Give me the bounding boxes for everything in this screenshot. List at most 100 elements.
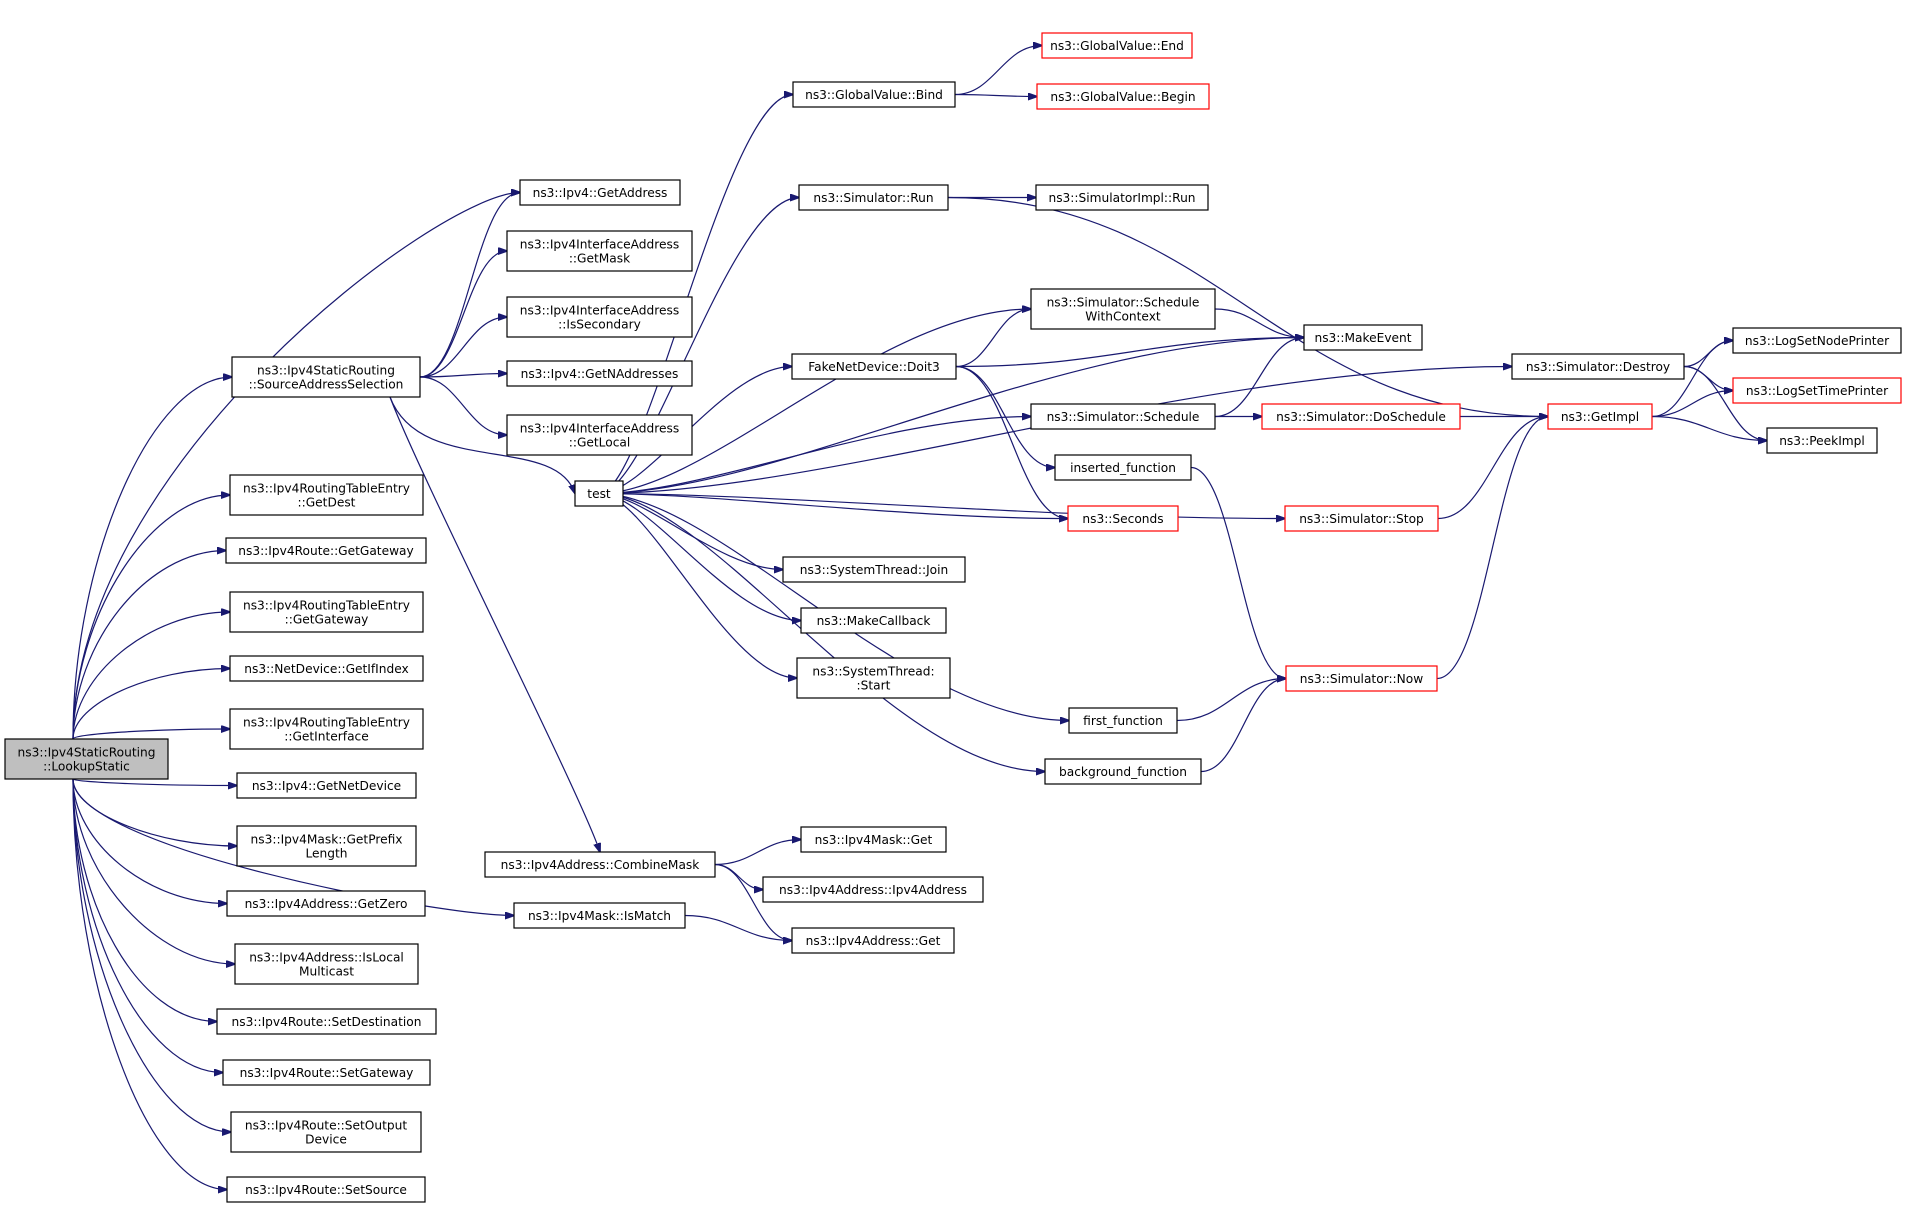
node-box	[225, 537, 427, 564]
node-label-line: ns3::Ipv4Address::Ipv4Address	[779, 883, 967, 897]
node-ipv4-getaddress[interactable]: ns3::Ipv4::GetAddress	[519, 179, 681, 206]
node-addr-combinemask[interactable]: ns3::Ipv4Address::CombineMask	[484, 851, 716, 878]
node-label-line: ns3::Ipv4StaticRouting	[18, 746, 156, 760]
node-box	[229, 474, 424, 516]
node-ifaddr-getmask[interactable]: ns3::Ipv4InterfaceAddress::GetMask	[506, 230, 693, 272]
node-box	[792, 81, 956, 108]
node-makecallback[interactable]: ns3::MakeCallback	[800, 607, 947, 634]
edge-root-to-route_setsource	[72, 778, 227, 1190]
node-sim-stop[interactable]: ns3::Simulator::Stop	[1284, 505, 1439, 532]
node-lognodeprinter[interactable]: ns3::LogSetNodePrinter	[1732, 327, 1902, 354]
edge-root-to-rte_getdest	[72, 495, 230, 740]
edge-root-to-addr_getzero	[72, 778, 227, 904]
node-box	[506, 414, 693, 456]
node-label-line: ns3::Ipv4RoutingTableEntry	[243, 482, 410, 496]
node-sas[interactable]: ns3::Ipv4StaticRouting::SourceAddressSel…	[231, 356, 421, 398]
node-systhread-start[interactable]: ns3::SystemThread::Start	[796, 657, 951, 699]
node-rte-getgateway[interactable]: ns3::Ipv4RoutingTableEntry::GetGateway	[229, 591, 424, 633]
node-label-line: ns3::Ipv4InterfaceAddress	[520, 238, 679, 252]
node-label-line: ns3::Ipv4Address::Get	[806, 934, 941, 948]
node-label-line: ::SourceAddressSelection	[249, 378, 404, 392]
node-root[interactable]: ns3::Ipv4StaticRouting::LookupStatic	[4, 738, 169, 780]
node-ipv4-getnetdevice[interactable]: ns3::Ipv4::GetNetDevice	[236, 772, 417, 799]
node-label-line: ns3::MakeCallback	[817, 614, 932, 628]
node-box	[1067, 505, 1179, 532]
node-mask-ismatch[interactable]: ns3::Ipv4Mask::IsMatch	[513, 902, 686, 929]
node-route-setsource[interactable]: ns3::Ipv4Route::SetSource	[226, 1176, 426, 1203]
node-ifaddr-getlocal[interactable]: ns3::Ipv4InterfaceAddress::GetLocal	[506, 414, 693, 456]
node-sim-doschedule[interactable]: ns3::Simulator::DoSchedule	[1261, 403, 1461, 430]
node-label-line: ::GetLocal	[569, 436, 631, 450]
edge-test-to-gv_bind	[598, 95, 793, 495]
node-route-setgateway[interactable]: ns3::Ipv4Route::SetGateway	[222, 1059, 431, 1086]
node-route-setdest[interactable]: ns3::Ipv4Route::SetDestination	[216, 1008, 437, 1035]
node-label-line: Multicast	[299, 965, 354, 979]
edge-background_function-to-sim_now	[1200, 679, 1286, 773]
node-label-line: ns3::SimulatorImpl::Run	[1048, 191, 1195, 205]
node-getimpl[interactable]: ns3::GetImpl	[1547, 403, 1653, 430]
node-label-line: ns3::Ipv4::GetNetDevice	[252, 779, 401, 793]
node-label-line: ns3::SystemThread:	[812, 665, 934, 679]
node-label-line: ns3::Ipv4RoutingTableEntry	[243, 599, 410, 613]
node-ifaddr-issecondary[interactable]: ns3::Ipv4InterfaceAddress::IsSecondary	[506, 296, 693, 338]
edge-sim_stop-to-getimpl	[1437, 417, 1548, 520]
node-ipv4-getnaddresses[interactable]: ns3::Ipv4::GetNAddresses	[506, 360, 693, 387]
edge-doit3-to-sim_schedwctx	[955, 309, 1031, 368]
node-addr-getzero[interactable]: ns3::Ipv4Address::GetZero	[226, 890, 426, 917]
edge-root-to-ipv4_getnetdevice	[72, 778, 237, 786]
edge-sas-to-ifaddr_issecondary	[419, 317, 507, 378]
node-inserted-function[interactable]: inserted_function	[1054, 454, 1192, 481]
edge-sas-to-ipv4_getnaddresses	[419, 374, 507, 378]
node-box	[798, 184, 949, 211]
node-label-line: ::GetMask	[569, 252, 631, 266]
node-background-function[interactable]: background_function	[1044, 758, 1202, 785]
node-label-line: ns3::Seconds	[1082, 512, 1163, 526]
edge-getimpl-to-logtimeprinter	[1651, 391, 1733, 418]
node-label-line: background_function	[1059, 765, 1187, 779]
edge-test-to-makeevent	[598, 338, 1304, 495]
node-systhread-join[interactable]: ns3::SystemThread::Join	[782, 556, 966, 583]
node-box	[1547, 403, 1653, 430]
node-label-line: ns3::Ipv4Route::GetGateway	[238, 544, 414, 558]
node-logtimeprinter[interactable]: ns3::LogSetTimePrinter	[1732, 377, 1902, 404]
edge-sas-to-ifaddr_getmask	[419, 251, 507, 378]
node-doit3[interactable]: FakeNetDevice::Doit3	[791, 353, 957, 380]
node-sim-schedule[interactable]: ns3::Simulator::Schedule	[1030, 403, 1216, 430]
node-simimpl-run[interactable]: ns3::SimulatorImpl::Run	[1035, 184, 1209, 211]
node-box	[506, 360, 693, 387]
node-box	[800, 607, 947, 634]
node-rte-getdest[interactable]: ns3::Ipv4RoutingTableEntry::GetDest	[229, 474, 424, 516]
node-route-getgateway[interactable]: ns3::Ipv4Route::GetGateway	[225, 537, 427, 564]
node-makeevent[interactable]: ns3::MakeEvent	[1303, 324, 1423, 351]
node-box	[800, 826, 947, 853]
edge-addr_combinemask-to-addr_ctor	[714, 863, 763, 890]
node-test[interactable]: test	[574, 480, 624, 507]
node-rte-getinterface[interactable]: ns3::Ipv4RoutingTableEntry::GetInterface	[229, 708, 424, 750]
node-peekimpl[interactable]: ns3::PeekImpl	[1766, 427, 1878, 454]
node-sim-destroy[interactable]: ns3::Simulator::Destroy	[1511, 353, 1685, 380]
node-label-line: ns3::Ipv4Mask::Get	[815, 833, 933, 847]
node-sim-now[interactable]: ns3::Simulator::Now	[1285, 665, 1438, 692]
node-netdev-getifindex[interactable]: ns3::NetDevice::GetIfIndex	[229, 655, 424, 682]
edge-test-to-seconds	[598, 492, 1068, 519]
node-gv-begin[interactable]: ns3::GlobalValue::Begin	[1036, 83, 1210, 110]
node-first-function[interactable]: first_function	[1068, 707, 1178, 734]
node-gv-bind[interactable]: ns3::GlobalValue::Bind	[792, 81, 956, 108]
node-label-line: ns3::SystemThread::Join	[800, 563, 948, 577]
node-gv-end[interactable]: ns3::GlobalValue::End	[1041, 32, 1193, 59]
edge-gv_bind-to-gv_end	[954, 46, 1042, 96]
edge-test-to-sim_schedule	[598, 417, 1031, 495]
edge-root-to-mask_ismatch	[72, 778, 514, 916]
node-mask-get[interactable]: ns3::Ipv4Mask::Get	[800, 826, 947, 853]
node-sim-run[interactable]: ns3::Simulator::Run	[798, 184, 949, 211]
edge-root-to-route_setdest	[72, 778, 217, 1022]
node-seconds[interactable]: ns3::Seconds	[1067, 505, 1179, 532]
node-addr-ctor[interactable]: ns3::Ipv4Address::Ipv4Address	[762, 876, 984, 903]
node-addr-get[interactable]: ns3::Ipv4Address::Get	[791, 927, 955, 954]
node-box	[226, 1176, 426, 1203]
